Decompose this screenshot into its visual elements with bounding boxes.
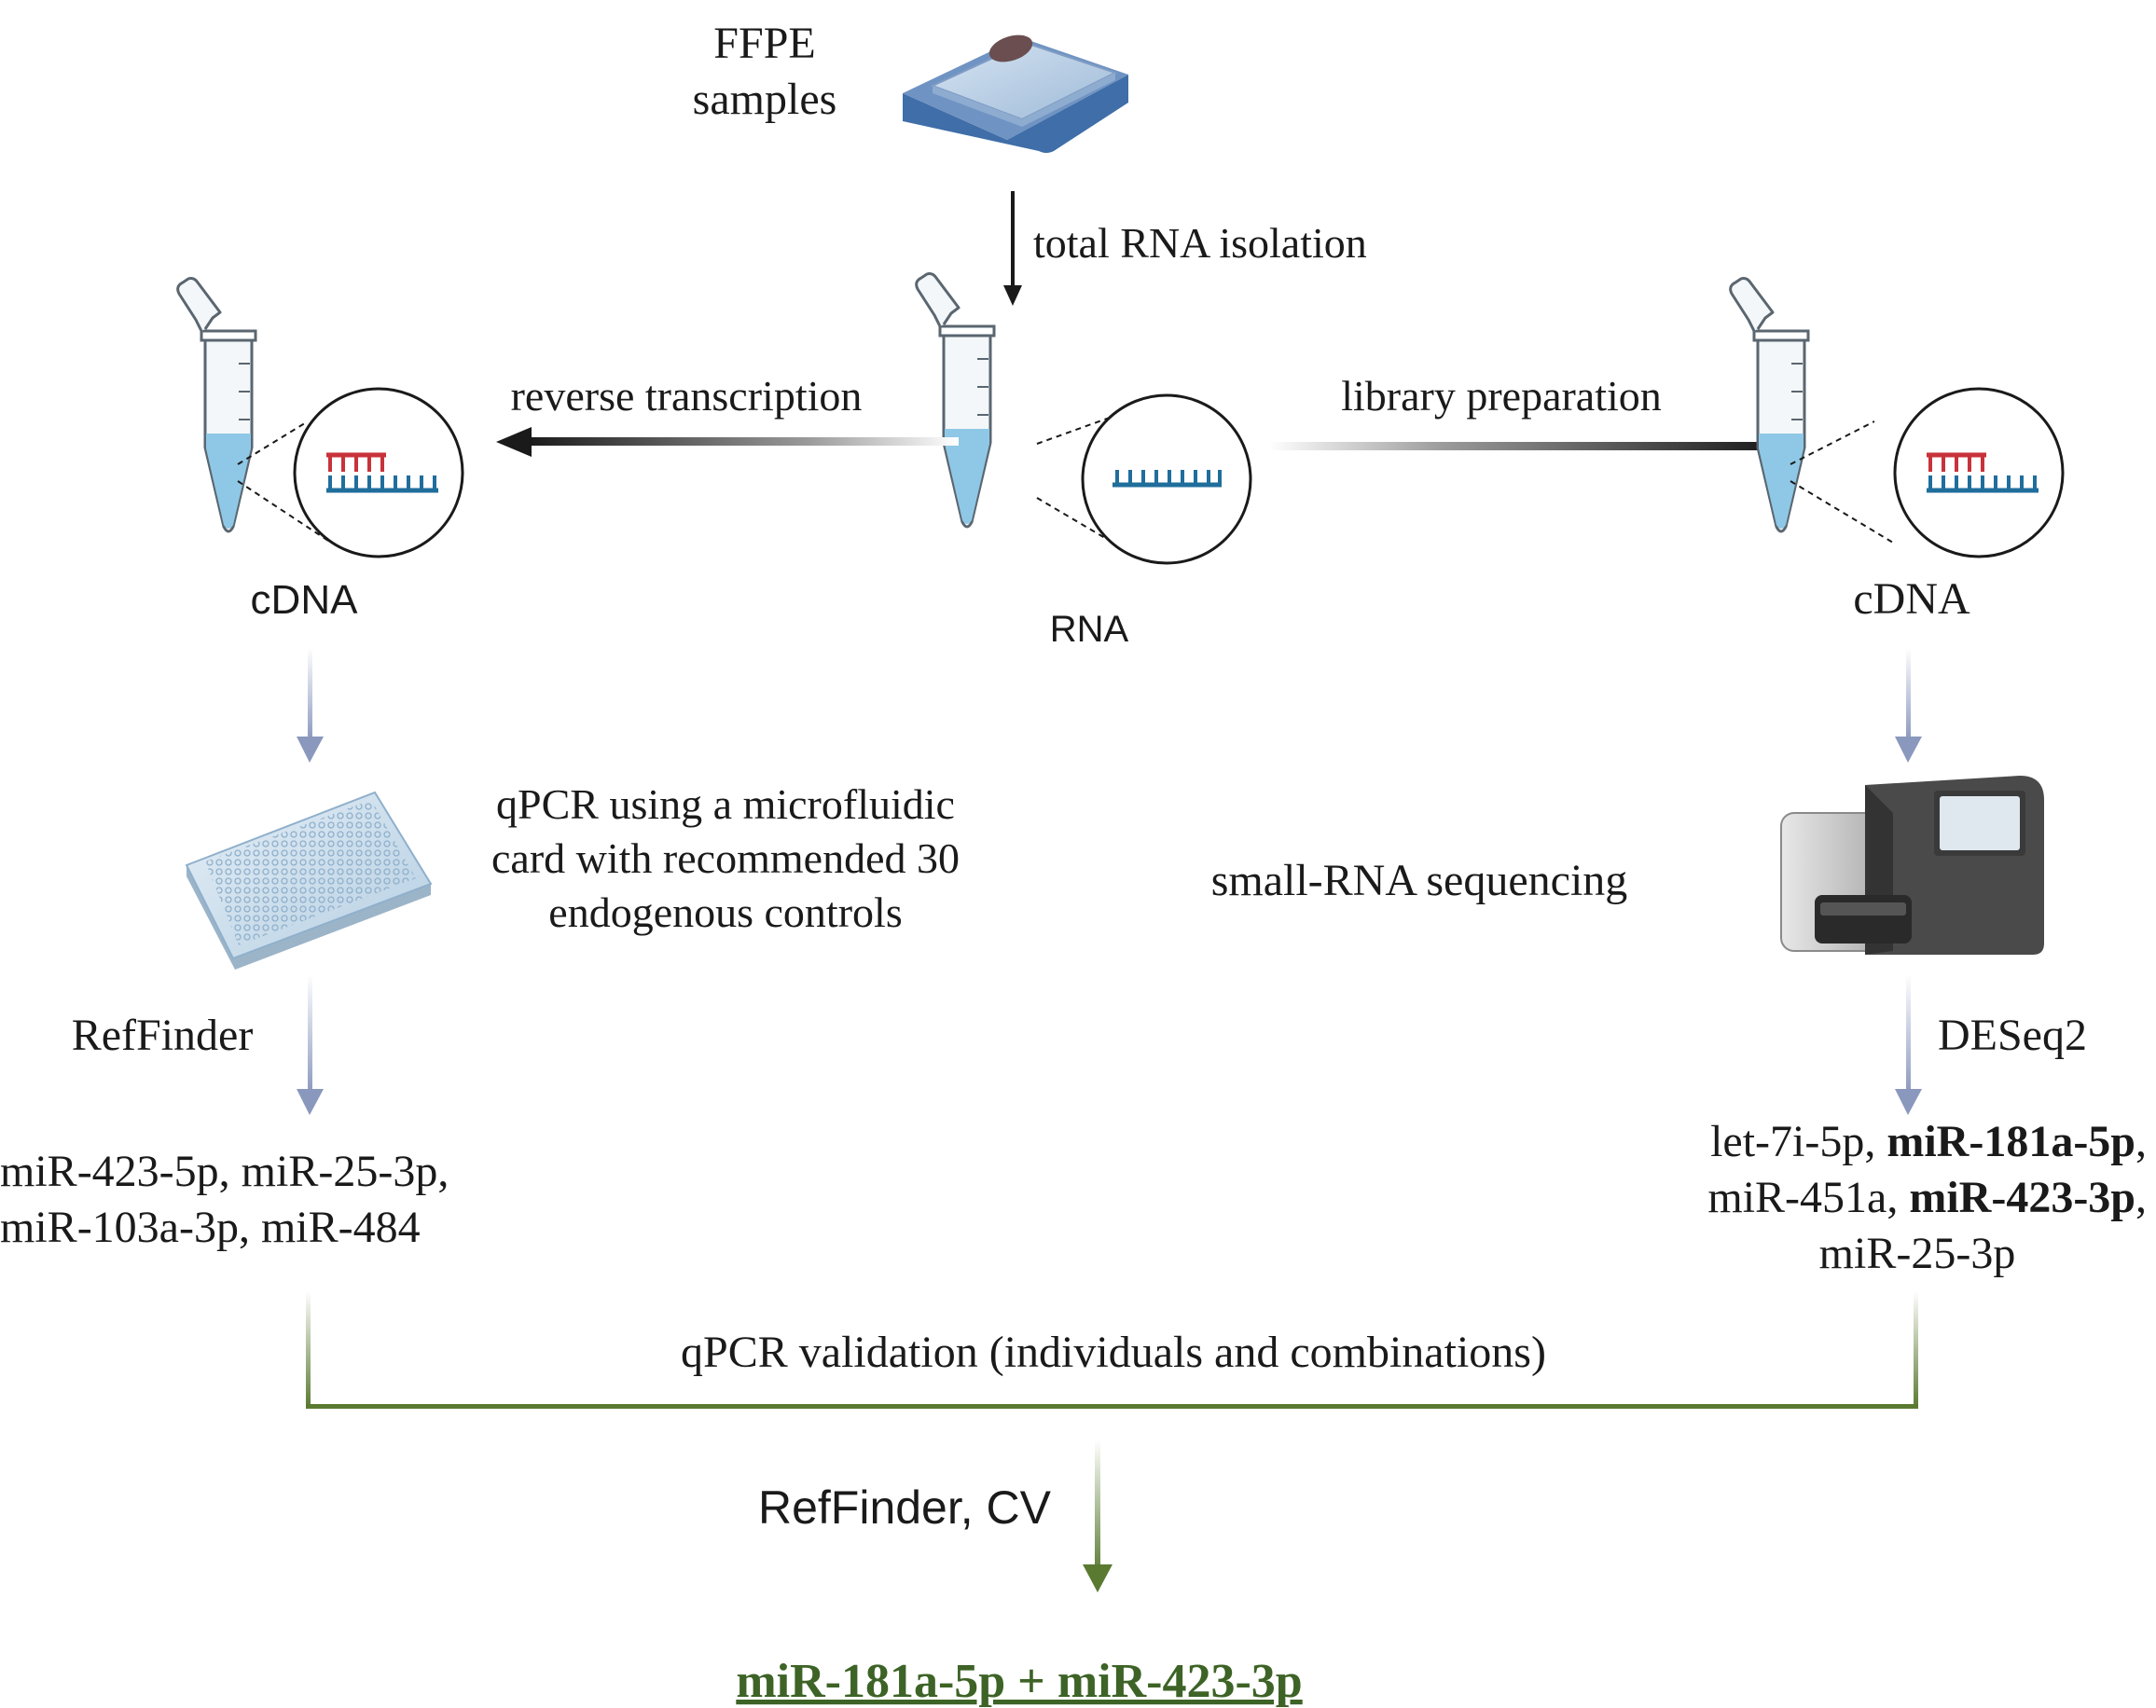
right-cdna-tube-icon — [1729, 277, 1810, 533]
rna-tube-icon — [915, 272, 996, 529]
left-cdna-tube-icon — [176, 277, 257, 533]
r1-comma: , — [2135, 1117, 2147, 1166]
right-result-line2: miR-451a, miR-423-3p, — [1707, 1173, 2147, 1222]
r2-plain: miR-451a, — [1707, 1173, 1909, 1222]
qpcr-card-line2: card with recommended 30 — [491, 834, 960, 882]
final-arrow — [1083, 1440, 1113, 1592]
right-arrow-to-results — [1895, 974, 1922, 1115]
r2-comma: , — [2135, 1173, 2147, 1222]
ffpe-label-line2: samples — [693, 75, 837, 124]
step-isolation-label: total RNA isolation — [1033, 219, 1367, 267]
tube-center-label: RNA — [1050, 609, 1129, 650]
step-library-label: library preparation — [1341, 372, 1662, 420]
right-arrow-to-sequencer — [1895, 648, 1922, 763]
microfluidic-card-icon — [185, 791, 433, 970]
r1-bold-mirna: miR-181a-5p — [1886, 1117, 2135, 1166]
left-cdna-zoom-circle — [237, 387, 464, 558]
left-arrow-to-results — [297, 974, 324, 1115]
qpcr-card-line1: qPCR using a microfluidic — [496, 780, 955, 828]
right-result-line1: let-7i-5p, miR-181a-5p, — [1710, 1117, 2147, 1166]
validation-label: qPCR validation (individuals and combina… — [681, 1328, 1546, 1377]
rna-zoom-circle — [1036, 393, 1252, 565]
right-cdna-zoom-circle — [1790, 387, 2065, 558]
ffpe-label-line1: FFPE — [713, 19, 815, 68]
final-tool-label: RefFinder, CV — [758, 1481, 1052, 1534]
right-result-line3: miR-25-3p — [1819, 1229, 2016, 1278]
left-arrow-to-plate — [297, 648, 324, 763]
qpcr-card-line3: endogenous controls — [548, 888, 902, 936]
tube-left-label: cDNA — [251, 577, 359, 623]
reverse-transcription-arrow — [496, 427, 959, 457]
ffpe-slide-icon — [903, 34, 1128, 153]
sequencer-icon — [1780, 776, 2044, 955]
library-preparation-arrow — [1268, 431, 1804, 461]
left-result-line1: miR-423-5p, miR-25-3p, — [0, 1147, 449, 1196]
left-result-line2: miR-103a-3p, miR-484 — [0, 1203, 421, 1252]
isolation-arrow — [1003, 191, 1022, 306]
validation-bracket — [306, 1291, 1918, 1409]
r2-bold-mirna: miR-423-3p — [1909, 1173, 2135, 1222]
left-tool-label: RefFinder — [72, 1011, 254, 1060]
sequencing-label: small-RNA sequencing — [1211, 856, 1628, 905]
right-tool-label: DESeq2 — [1938, 1011, 2087, 1060]
r1-plain: let-7i-5p, — [1710, 1117, 1886, 1166]
step-reverse-label: reverse transcription — [511, 372, 863, 420]
tube-right-label: cDNA — [1853, 574, 1970, 624]
final-result: miR-181a-5p + miR-423-3p — [736, 1655, 1302, 1708]
